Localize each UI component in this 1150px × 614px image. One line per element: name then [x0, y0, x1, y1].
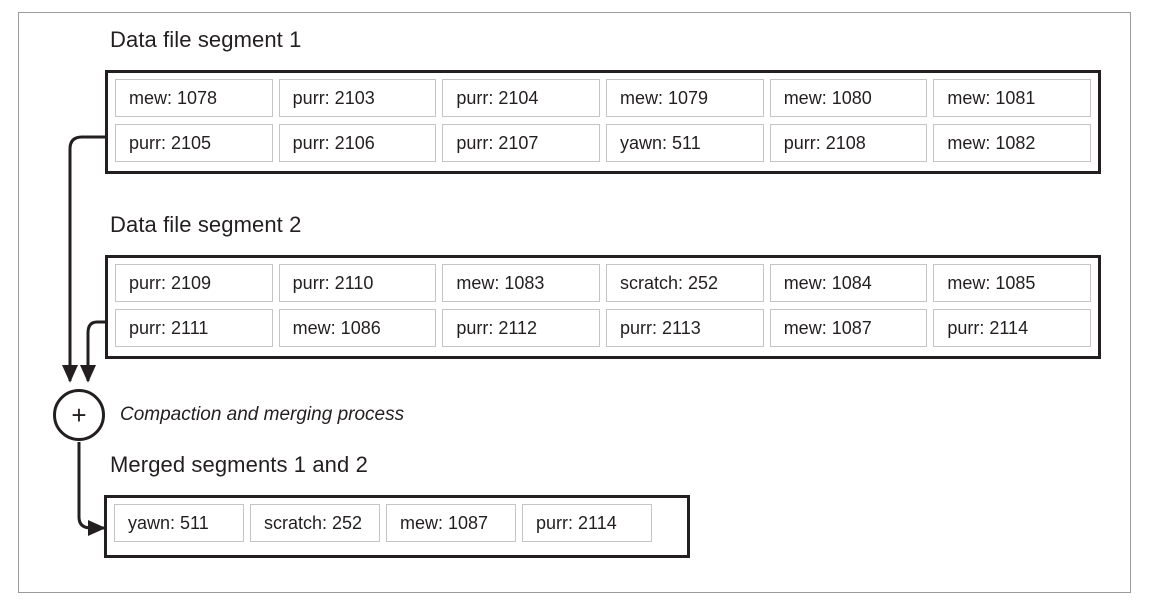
merged-cell: scratch: 252 — [250, 504, 380, 542]
segment-1-cell: mew: 1078 — [115, 79, 273, 117]
compaction-process-label: Compaction and merging process — [120, 404, 405, 425]
segment-2-cell: purr: 2113 — [606, 309, 764, 347]
segment-1-cell: purr: 2107 — [442, 124, 601, 162]
segment-2-cell: purr: 2112 — [442, 309, 601, 347]
segment-2-cell: purr: 2109 — [115, 264, 273, 302]
segment-1-row-1: mew: 1078 purr: 2103 purr: 2104 mew: 107… — [115, 79, 1092, 117]
segment-2-cell: mew: 1087 — [769, 309, 928, 347]
segment-1-cell: purr: 2104 — [442, 79, 601, 117]
segment-1-row-2: purr: 2105 purr: 2106 purr: 2107 yawn: 5… — [115, 124, 1092, 162]
merged-cell: purr: 2114 — [522, 504, 652, 542]
segment-1-cell: purr: 2103 — [278, 79, 437, 117]
segment-1-box: mew: 1078 purr: 2103 purr: 2104 mew: 107… — [105, 70, 1101, 174]
segment-2-cell: scratch: 252 — [606, 264, 764, 302]
segment-2-cell: mew: 1083 — [442, 264, 601, 302]
merged-segments-title: Merged segments 1 and 2 — [110, 452, 368, 477]
merged-segments-box: yawn: 511 scratch: 252 mew: 1087 purr: 2… — [104, 495, 690, 558]
segment-1-cell: mew: 1081 — [933, 79, 1092, 117]
segment-1-cell: purr: 2108 — [769, 124, 928, 162]
segment-1-cell: mew: 1082 — [933, 124, 1092, 162]
segment-2-box: purr: 2109 purr: 2110 mew: 1083 scratch:… — [105, 255, 1101, 359]
segment-2-cell: purr: 2114 — [933, 309, 1092, 347]
segment-2-cell: purr: 2111 — [115, 309, 273, 347]
plus-icon: + — [71, 400, 87, 430]
segment-2-row-2: purr: 2111 mew: 1086 purr: 2112 purr: 21… — [115, 309, 1092, 347]
merged-row-1: yawn: 511 scratch: 252 mew: 1087 purr: 2… — [114, 504, 680, 542]
merged-cell: yawn: 511 — [114, 504, 244, 542]
merged-cell: mew: 1087 — [386, 504, 516, 542]
segment-2-title: Data file segment 2 — [110, 212, 302, 237]
segment-1-cell: mew: 1080 — [769, 79, 928, 117]
segment-2-cell: purr: 2110 — [278, 264, 437, 302]
segment-1-cell: purr: 2106 — [278, 124, 437, 162]
segment-1-title: Data file segment 1 — [110, 27, 302, 52]
segment-2-cell: mew: 1085 — [933, 264, 1092, 302]
segment-1-cell: purr: 2105 — [115, 124, 273, 162]
compaction-merge-node: + — [53, 389, 105, 441]
segment-2-cell: mew: 1084 — [769, 264, 928, 302]
segment-2-cell: mew: 1086 — [278, 309, 437, 347]
segment-1-cell: mew: 1079 — [606, 79, 764, 117]
segment-1-cell: yawn: 511 — [606, 124, 764, 162]
segment-2-row-1: purr: 2109 purr: 2110 mew: 1083 scratch:… — [115, 264, 1092, 302]
